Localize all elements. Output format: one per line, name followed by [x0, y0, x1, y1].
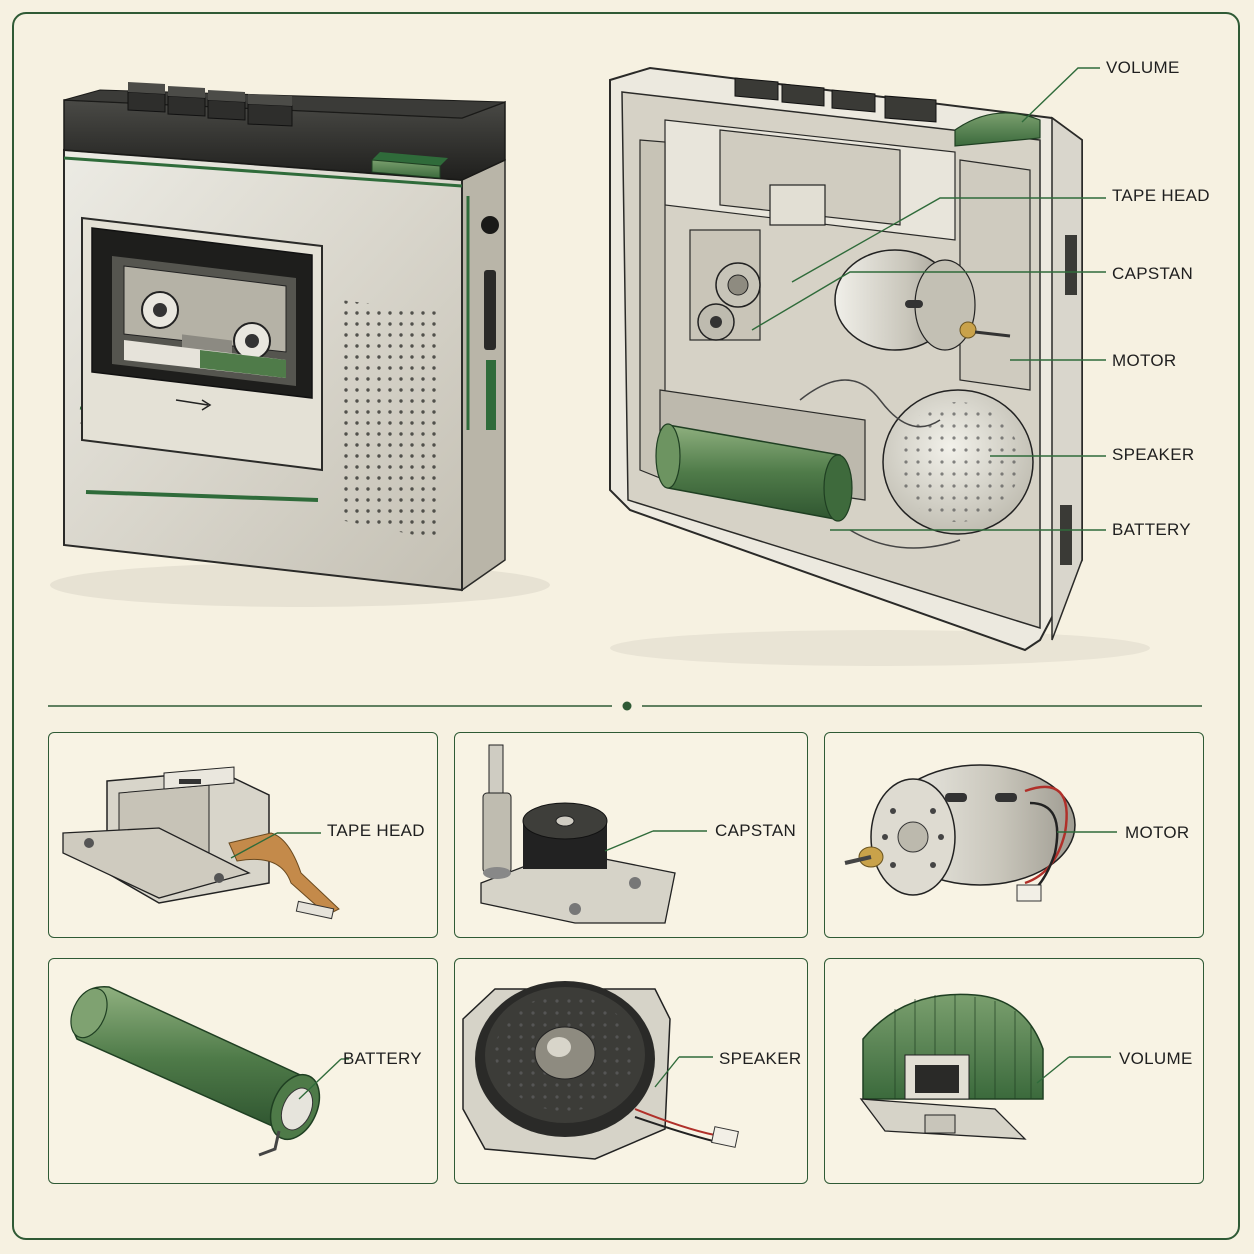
capstan-illustration [480, 744, 707, 924]
panel-speaker: SPEAKER [454, 958, 808, 1184]
label-capstan: CAPSTAN [1112, 264, 1194, 283]
tape-head-illustration [62, 766, 340, 920]
panel-label-capstan: CAPSTAN [715, 821, 797, 840]
panel-capstan: CAPSTAN [454, 732, 808, 938]
battery-illustration [70, 986, 349, 1157]
panel-battery: BATTERY [48, 958, 438, 1184]
motor-illustration [844, 764, 1117, 902]
label-tape-head: TAPE HEAD [1112, 186, 1210, 205]
panel-motor: MOTOR [824, 732, 1204, 938]
panel-label-speaker: SPEAKER [719, 1049, 802, 1068]
volume-wheel-illustration [859, 993, 1111, 1140]
label-motor: MOTOR [1112, 351, 1177, 370]
panel-label-tape-head: TAPE HEAD [327, 821, 425, 840]
panel-label-battery: BATTERY [343, 1049, 422, 1068]
speaker-illustration [462, 981, 739, 1160]
page-border [12, 12, 1240, 1240]
label-speaker: SPEAKER [1112, 445, 1195, 464]
panel-label-volume: VOLUME [1119, 1049, 1193, 1068]
label-volume: VOLUME [1106, 58, 1180, 77]
panel-volume: VOLUME [824, 958, 1204, 1184]
label-battery: BATTERY [1112, 520, 1191, 539]
panel-label-motor: MOTOR [1125, 823, 1190, 842]
panel-tape-head: TAPE HEAD [48, 732, 438, 938]
